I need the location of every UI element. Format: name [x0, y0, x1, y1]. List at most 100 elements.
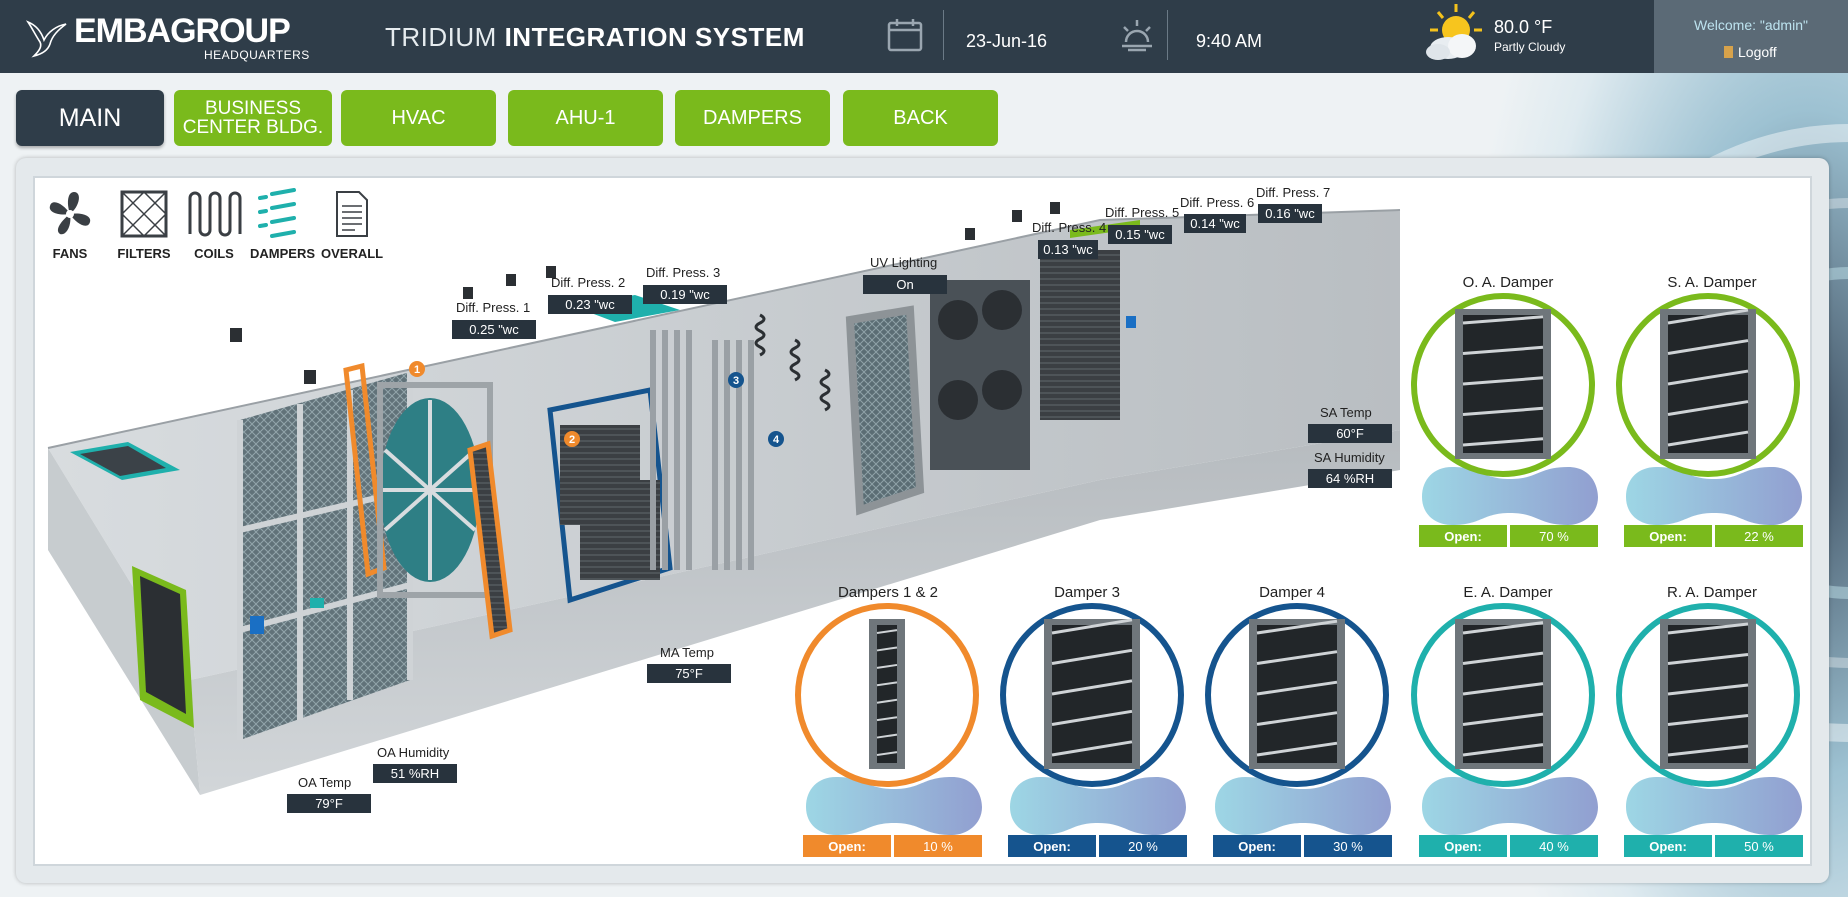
marker-4[interactable]: 4	[767, 430, 785, 448]
ahu-unit-illustration	[47, 202, 1401, 795]
damper-blob	[1422, 775, 1598, 837]
open-label: Open:	[1419, 835, 1507, 857]
damper-title: S. A. Damper	[1667, 274, 1757, 291]
door-icon	[1724, 46, 1733, 58]
nav-back-button[interactable]: BACK	[843, 90, 998, 146]
dp3-value: 0.19 "wc	[643, 285, 727, 304]
divider	[1167, 10, 1168, 60]
damper-circle[interactable]	[1616, 293, 1800, 477]
damper-blob	[1215, 775, 1391, 837]
damper-title: Dampers 1 & 2	[837, 584, 939, 601]
louver-damper-icon	[1249, 619, 1345, 769]
open-label: Open:	[803, 835, 891, 857]
nav-hvac-button[interactable]: HVAC	[341, 90, 496, 146]
ma-temp-label: MA Temp	[660, 645, 714, 660]
filters-tool[interactable]: FILTERS	[114, 188, 174, 261]
dp1-label: Diff. Press. 1	[456, 300, 531, 315]
damper-circle[interactable]	[1411, 603, 1595, 787]
current-time: 9:40 AM	[1196, 31, 1263, 51]
damper-blob	[806, 775, 982, 837]
marker-4-label: 4	[773, 434, 780, 446]
damper-blob	[1422, 465, 1598, 527]
dampers-tool[interactable]: DAMPERS	[250, 188, 316, 261]
coils-tool[interactable]: COILS	[184, 188, 244, 261]
app-title: TRIDIUM INTEGRATION SYSTEM	[385, 22, 805, 53]
damper-shadow-shape	[1626, 777, 1802, 835]
overall-label: OVERALL	[321, 246, 384, 261]
weather-condition: Partly Cloudy	[1494, 40, 1566, 54]
open-label: Open:	[1008, 835, 1096, 857]
damper-shadow-shape	[1422, 467, 1598, 525]
open-value: 22 %	[1715, 525, 1803, 547]
dp6-label: Diff. Press. 6	[1180, 195, 1255, 210]
damper-status: Open:40 %	[1419, 835, 1598, 857]
damper-title: R. A. Damper	[1666, 584, 1758, 601]
marker-2-label: 2	[569, 434, 575, 446]
company-logo: EMBAGROUP HEADQUARTERS	[24, 12, 324, 62]
marker-3[interactable]: 3	[727, 371, 745, 389]
dp4-label: Diff. Press. 4	[1032, 220, 1107, 235]
damper-circle[interactable]	[1205, 603, 1389, 787]
open-label: Open:	[1624, 835, 1712, 857]
damper-circle[interactable]	[1411, 293, 1595, 477]
dp7-label: Diff. Press. 7	[1256, 185, 1331, 200]
damper-status: Open:30 %	[1213, 835, 1392, 857]
sa-humidity-label: SA Humidity	[1314, 450, 1385, 465]
oa-humidity-value: 51 %RH	[373, 764, 457, 783]
coil-icon	[188, 191, 242, 237]
damper-status: Open:10 %	[803, 835, 982, 857]
ma-temp-value: 75°F	[647, 664, 731, 683]
open-label: Open:	[1419, 525, 1507, 547]
damper-title: Damper 4	[1259, 584, 1325, 601]
damper-circle[interactable]	[1616, 603, 1800, 787]
dp7-value: 0.16 "wc	[1258, 204, 1322, 223]
damper-shadow-shape	[1010, 777, 1186, 835]
damper-shadow-shape	[1215, 777, 1391, 835]
marker-2[interactable]: 2	[563, 430, 581, 448]
damper-shadow-shape	[1422, 777, 1598, 835]
damper-circle[interactable]	[795, 603, 979, 787]
document-icon	[336, 191, 368, 237]
open-value: 10 %	[894, 835, 982, 857]
damper-status: Open:20 %	[1008, 835, 1187, 857]
logoff-link[interactable]: Logoff	[1724, 44, 1777, 60]
louver-damper-icon	[1455, 619, 1551, 769]
louver-damper-icon	[1455, 309, 1551, 459]
welcome-text: Welcome: "admin"	[1694, 17, 1808, 33]
fans-tool[interactable]: FANS	[40, 188, 100, 261]
nav-business-center-button[interactable]: BUSINESS CENTER BLDG.	[174, 90, 332, 146]
overall-tool[interactable]: OVERALL	[321, 188, 384, 261]
dp2-value: 0.23 "wc	[548, 295, 632, 314]
calendar-icon	[887, 19, 923, 52]
dampers-label: DAMPERS	[250, 246, 316, 261]
marker-3-label: 3	[733, 375, 739, 387]
damper-blob	[1626, 775, 1802, 837]
damper-icon	[258, 188, 296, 238]
dp5-value: 0.15 "wc	[1108, 225, 1172, 244]
damper-circle[interactable]	[1000, 603, 1184, 787]
coils-label: COILS	[194, 246, 234, 261]
sa-temp-label: SA Temp	[1320, 405, 1372, 420]
nav-main-button[interactable]: MAIN	[16, 90, 164, 146]
dp5-label: Diff. Press. 5	[1105, 205, 1180, 220]
user-box: Welcome: "admin" Logoff	[1654, 0, 1848, 73]
divider	[943, 10, 944, 60]
open-value: 40 %	[1510, 835, 1598, 857]
damper-title: O. A. Damper	[1462, 274, 1554, 291]
damper-blob	[1626, 465, 1802, 527]
oa-humidity-label: OA Humidity	[377, 745, 450, 760]
title-thin: TRIDIUM	[385, 22, 497, 52]
louver-damper-icon	[1660, 619, 1756, 769]
nav-dampers-button[interactable]: DAMPERS	[675, 90, 830, 146]
dp2-label: Diff. Press. 2	[551, 275, 626, 290]
louver-damper-icon	[869, 619, 905, 769]
dp1-value: 0.25 "wc	[452, 320, 536, 339]
logo-text: EMBAGROUP	[74, 12, 291, 50]
uv-label: UV Lighting	[870, 255, 938, 270]
header-bar: EMBAGROUP HEADQUARTERS TRIDIUM INTEGRATI…	[0, 0, 1848, 73]
louver-damper-icon	[1044, 618, 1140, 769]
nav-ahu1-button[interactable]: AHU-1	[508, 90, 663, 146]
sa-temp-value: 60°F	[1308, 424, 1392, 443]
marker-1[interactable]: 1	[408, 360, 426, 378]
sunrise-icon	[1122, 20, 1152, 52]
